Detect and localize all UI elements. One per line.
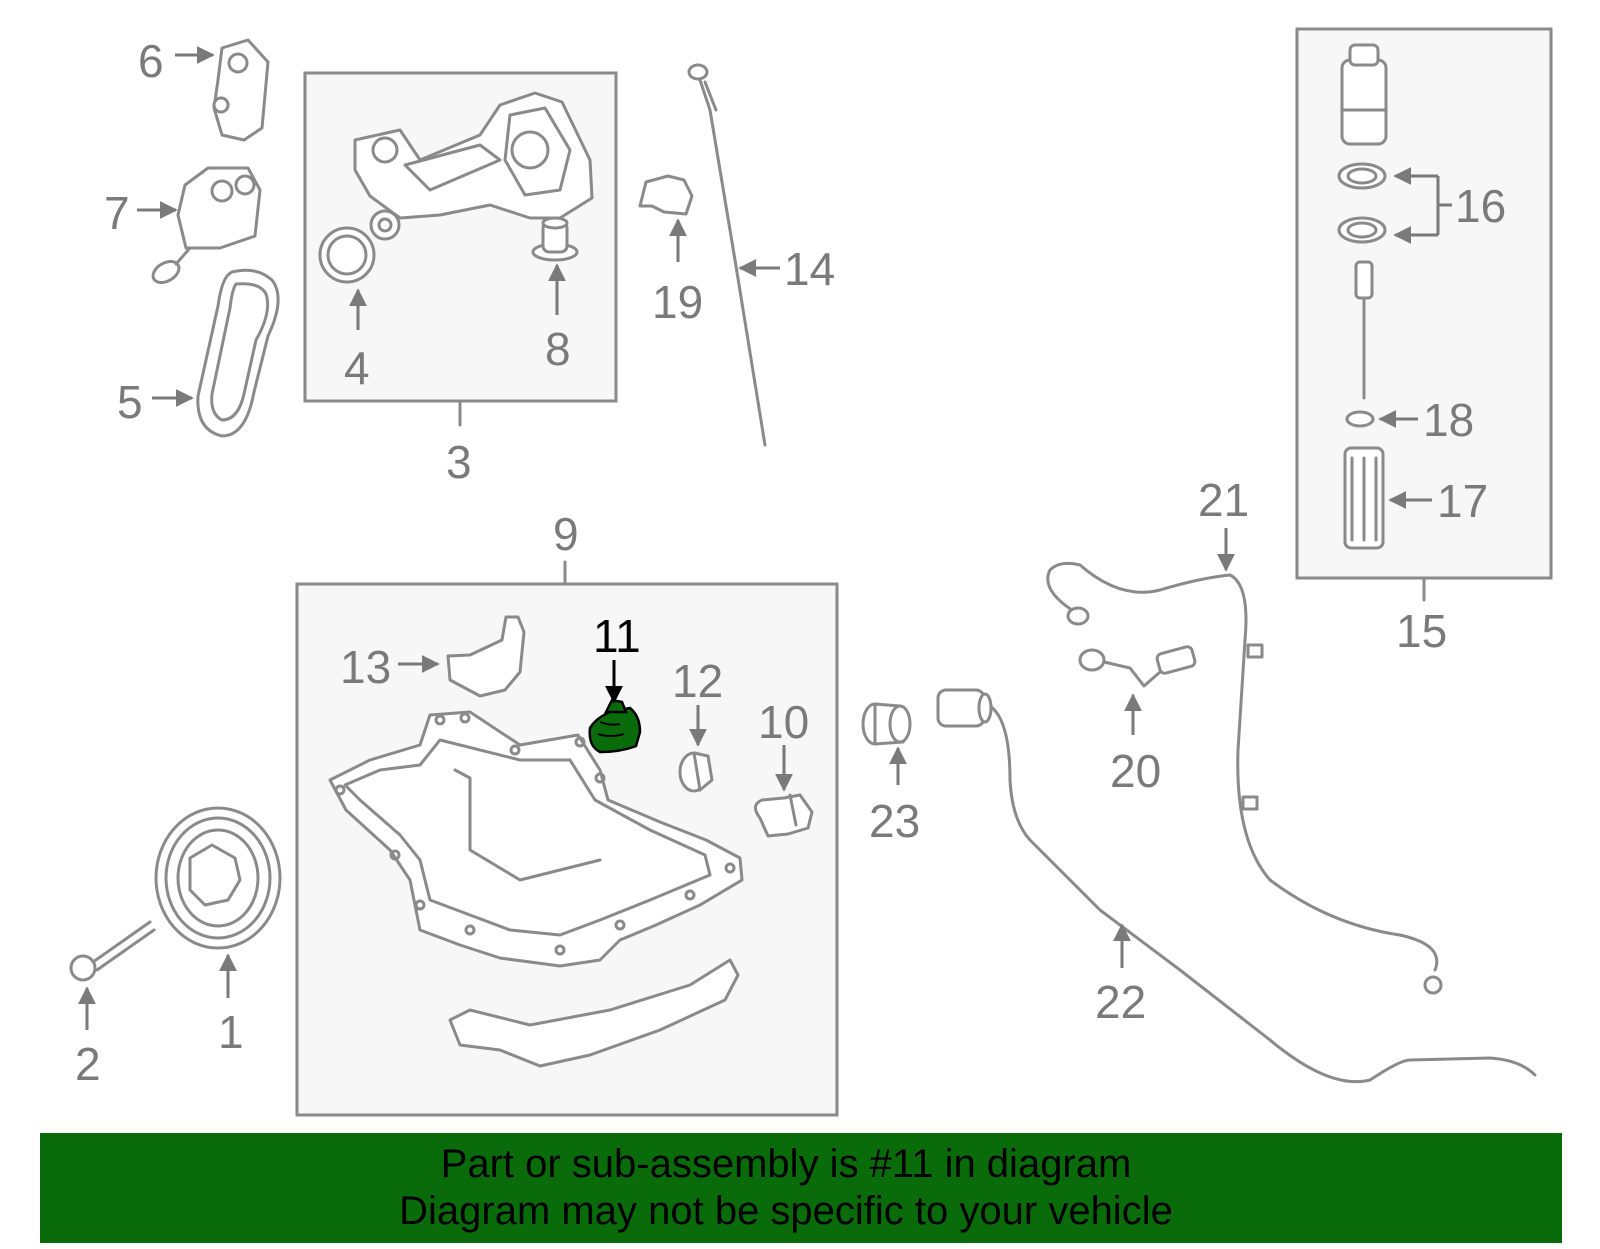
callout-20: 20 xyxy=(1110,745,1161,797)
part-21-harness[interactable] xyxy=(1046,561,1443,995)
callout-4: 4 xyxy=(344,342,370,394)
parts-diagram: 1 2 3 4 5 6 7 8 9 10 11 12 13 14 15 16 1… xyxy=(69,27,1553,1117)
filter-stem xyxy=(1354,260,1374,400)
callout-9: 9 xyxy=(553,508,579,560)
oil-filter-group-box xyxy=(1295,27,1553,580)
part-16-seals[interactable] xyxy=(1337,162,1387,244)
filter-housing-cap xyxy=(1340,43,1388,146)
part-23-grommet[interactable] xyxy=(861,702,912,746)
callout-1: 1 xyxy=(218,1006,244,1058)
callout-5: 5 xyxy=(117,376,143,428)
part-6-bracket[interactable] xyxy=(212,38,270,142)
banner-line-2: Diagram may not be specific to your vehi… xyxy=(399,1189,1173,1233)
callout-15: 15 xyxy=(1396,605,1447,657)
part-19-clip[interactable] xyxy=(638,174,694,216)
part-1-pulley[interactable] xyxy=(154,806,282,950)
callout-12: 12 xyxy=(672,655,723,707)
part-9-oil-pan[interactable] xyxy=(328,710,744,968)
callout-10: 10 xyxy=(758,696,809,748)
part-18-o-ring[interactable] xyxy=(1345,410,1375,428)
part-2-bolt[interactable] xyxy=(69,920,156,982)
part-7-bracket[interactable] xyxy=(149,166,262,287)
part-17-filter[interactable] xyxy=(1343,446,1385,550)
callout-8: 8 xyxy=(545,323,571,375)
part-3-oil-pump[interactable] xyxy=(353,91,594,241)
part-20-sensor[interactable] xyxy=(1078,645,1197,688)
leader-16-bracket xyxy=(1436,176,1452,235)
callout-21: 21 xyxy=(1198,474,1249,526)
callout-23: 23 xyxy=(869,795,920,847)
part-5-chain[interactable] xyxy=(196,268,280,438)
part-info-banner: Part or sub-assembly is #11 in diagram D… xyxy=(40,1133,1562,1243)
part-10-drain-plug[interactable] xyxy=(754,793,814,838)
callout-17: 17 xyxy=(1437,475,1488,527)
callout-13: 13 xyxy=(340,641,391,693)
callout-19: 19 xyxy=(652,276,703,328)
callout-22: 22 xyxy=(1095,976,1146,1028)
callout-6: 6 xyxy=(138,35,164,87)
part-8-plug[interactable] xyxy=(531,216,579,262)
callout-16: 16 xyxy=(1455,180,1506,232)
callout-11: 11 xyxy=(593,610,641,662)
callout-14: 14 xyxy=(784,243,835,295)
callout-18: 18 xyxy=(1423,394,1474,446)
callout-7: 7 xyxy=(104,187,130,239)
part-4-sprocket[interactable] xyxy=(318,226,376,284)
callout-3: 3 xyxy=(446,436,472,488)
part-12-plug[interactable] xyxy=(678,751,714,793)
part-22-harness[interactable] xyxy=(936,688,1537,1084)
banner-line-1: Part or sub-assembly is #11 in diagram xyxy=(440,1142,1132,1186)
oil-pan-baffle xyxy=(448,958,740,1068)
callout-2: 2 xyxy=(75,1038,101,1090)
part-14-dipstick[interactable] xyxy=(687,63,767,447)
part-13-bracket[interactable] xyxy=(446,615,526,698)
